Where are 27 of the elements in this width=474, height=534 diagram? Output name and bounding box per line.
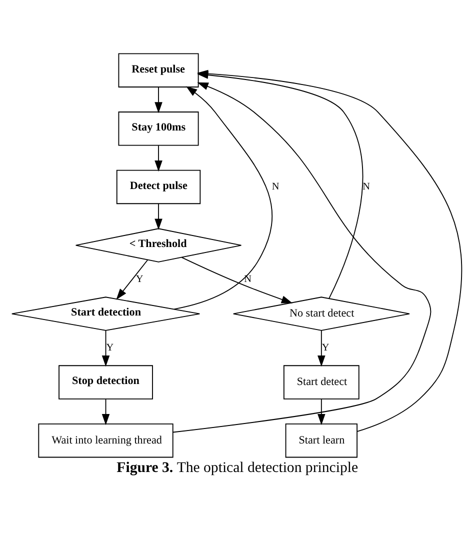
node-box: Detect pulse: [116, 169, 201, 204]
arrow: [102, 398, 110, 425]
edge-label: Y: [322, 342, 330, 354]
arrow: [116, 259, 148, 300]
edge-label: Y: [136, 274, 144, 285]
arrow: [318, 398, 326, 425]
caption: Figure 3. The optical detection principle: [116, 459, 358, 476]
node-box: Stop detection: [58, 364, 153, 399]
edge-label: N: [362, 181, 370, 192]
edge-label: N: [244, 274, 252, 285]
arrow: [102, 330, 110, 366]
node-box: Stay 100ms: [118, 111, 199, 146]
arrow: [154, 86, 162, 113]
node-box: Start learn: [285, 422, 358, 458]
node-box: Start detect: [283, 364, 360, 399]
arrow: [318, 330, 326, 366]
node-box: Reset pulse: [118, 52, 199, 87]
arrow: [172, 82, 432, 432]
edge-label: Y: [106, 342, 114, 354]
edge-label: N: [272, 181, 280, 192]
arrow: [154, 144, 162, 172]
node-box: Wait into learning thread: [38, 422, 174, 458]
arrow: [174, 86, 272, 310]
arrow: [181, 256, 293, 303]
node-diamond: Start detection: [11, 296, 200, 330]
arrow: [154, 202, 162, 230]
node-diamond: < Threshold: [75, 228, 242, 262]
